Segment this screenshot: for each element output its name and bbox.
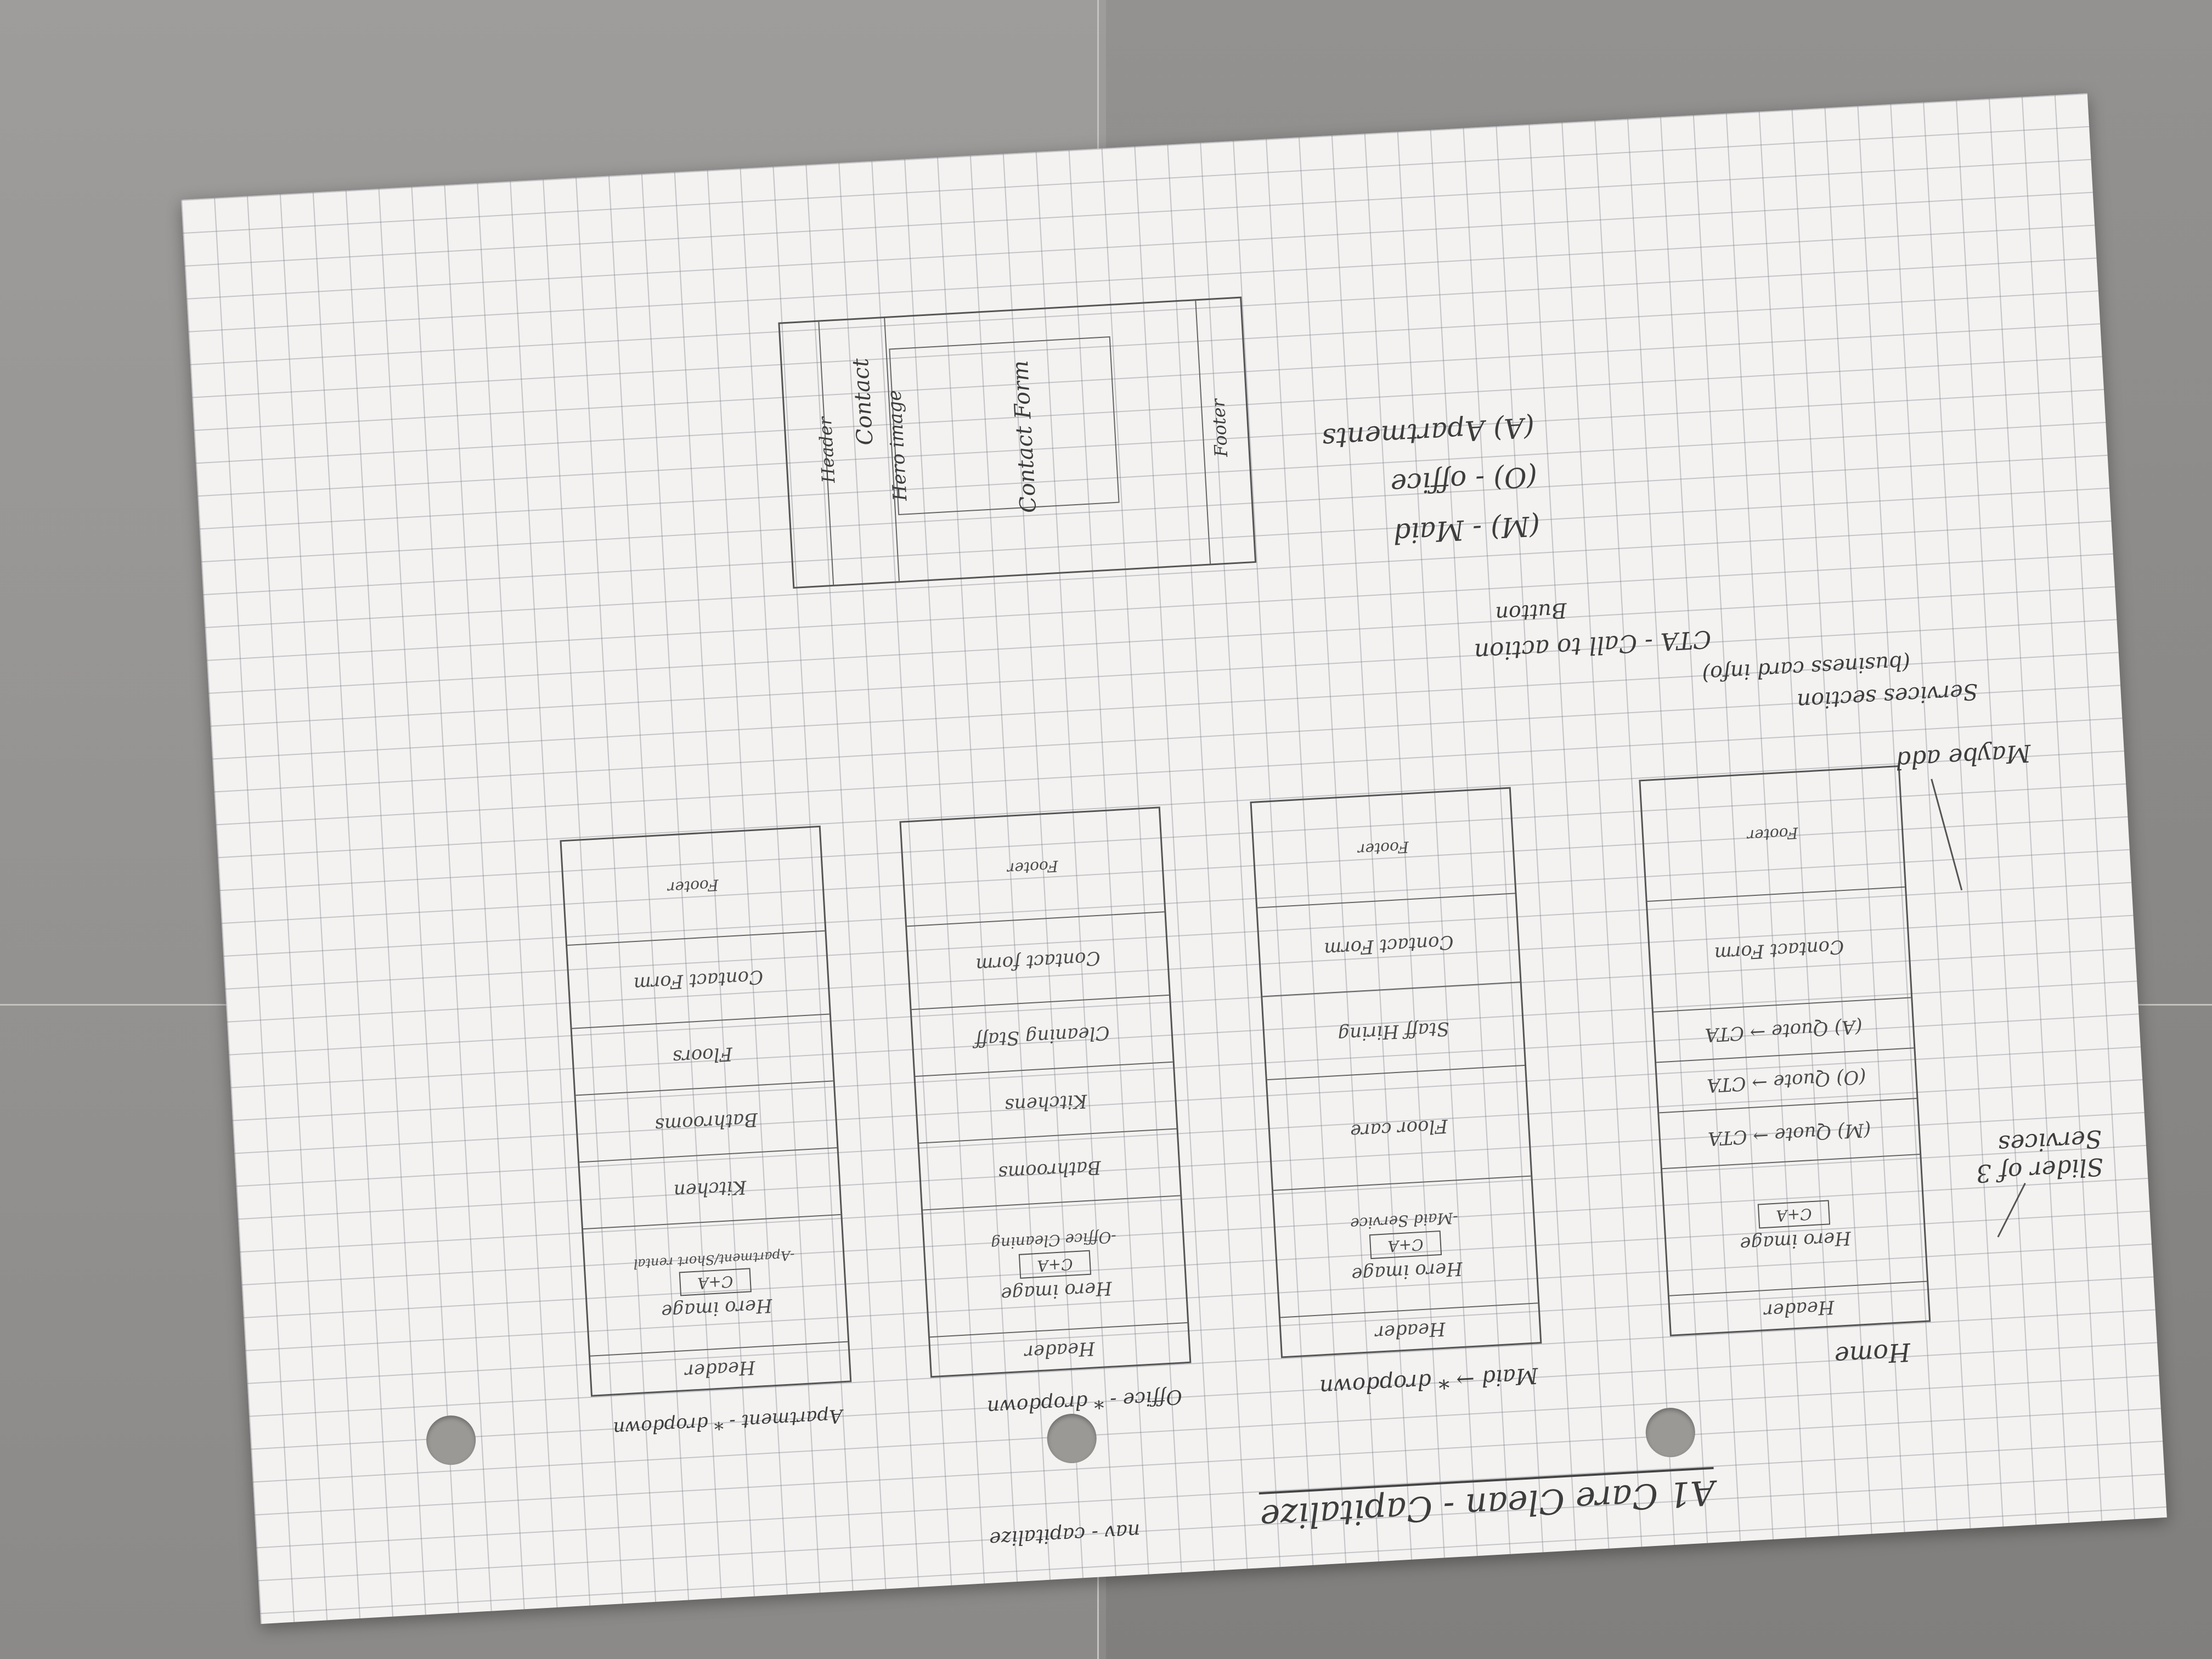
maid-staff-hiring: Staff Hiring: [1262, 981, 1525, 1080]
legend-office: (O) - office: [1390, 460, 1538, 500]
home-contact-form: Contact Form: [1647, 886, 1911, 1012]
home-hero: Hero image C+A: [1662, 1153, 1927, 1295]
office-title: Office - * dropdown: [986, 1385, 1183, 1419]
home-footer: Footer: [1746, 823, 1799, 845]
office-contact-form: Contact form: [907, 911, 1169, 1009]
services-note-detail: (business card info): [1701, 650, 1911, 686]
maybe-add-note: Maybe add: [1894, 738, 2032, 775]
slider-arrow: [1997, 1183, 2026, 1238]
office-hero-cta: C+A: [1019, 1250, 1091, 1279]
contact-page-title: Contact: [848, 357, 878, 446]
maid-hero-label: Hero image: [1351, 1257, 1463, 1285]
maid-hero-caption: -Maid Service: [1350, 1209, 1459, 1233]
wireframe-maid: Header Hero image C+A -Maid Service Floo…: [1250, 787, 1542, 1358]
office-hero: Hero image C+A -Office Cleaning: [922, 1195, 1188, 1337]
slider-note: Slider of 3 Services: [1975, 1124, 2104, 1188]
maid-hero: Hero image C+A -Maid Service: [1273, 1175, 1538, 1317]
maid-floor-care: Floor care: [1267, 1064, 1531, 1190]
maid-hero-cta: C+A: [1369, 1231, 1442, 1259]
contact-header-label: Header: [814, 416, 839, 484]
sketch-title: A1 Care Clean - Capitalize: [1259, 1466, 1717, 1538]
nav-note: nav - capitalize: [989, 1519, 1141, 1550]
graph-paper-sheet: A1 Care Clean - Capitalize nav - capital…: [181, 93, 2167, 1624]
legend-apartments: (A) Apartments: [1321, 411, 1536, 455]
wireframe-office: Header Hero image C+A -Office Cleaning B…: [899, 806, 1192, 1378]
home-hero-label: Hero image: [1739, 1226, 1852, 1255]
maid-title: Maid → * dropdown: [1318, 1362, 1539, 1400]
maybe-add-arrow: [1931, 778, 1963, 891]
home-hero-cta: C+A: [1758, 1200, 1830, 1229]
wireframe-home: Header Hero image C+A (M) Quote → CTA (O…: [1639, 765, 1931, 1336]
cta-note: CTA - Call to action: [1473, 624, 1712, 666]
contact-form-box: [889, 336, 1120, 516]
apartment-contact-form: Contact Form: [567, 930, 830, 1028]
office-hero-label: Hero image: [1000, 1277, 1113, 1305]
legend-maid: (M) - Maid: [1392, 509, 1541, 550]
maid-footer: Footer: [1357, 838, 1409, 859]
apartment-hero-caption: -Apartment/Short rental: [633, 1247, 795, 1272]
office-footer: Footer: [1007, 856, 1059, 878]
apartment-footer: Footer: [667, 876, 719, 897]
wireframe-apartment: Header Hero image C+A -Apartment/Short r…: [560, 825, 852, 1397]
apartment-hero-label: Hero image: [661, 1294, 773, 1323]
apartment-hero: Hero image C+A -Apartment/Short rental: [583, 1214, 848, 1356]
contact-footer-label: Footer: [1207, 398, 1232, 458]
apartment-title: Apartment - * dropdown: [612, 1404, 843, 1440]
maid-contact-form: Contact Form: [1257, 893, 1520, 996]
services-note: Services section: [1796, 678, 1979, 714]
apartment-hero-cta: C+A: [679, 1268, 752, 1296]
office-hero-caption: -Office Cleaning: [990, 1228, 1117, 1254]
upside-down-sketch: A1 Care Clean - Capitalize nav - capital…: [181, 93, 2167, 1624]
home-title: Home: [1833, 1337, 1911, 1372]
cta-button-note: Button: [1494, 598, 1568, 627]
